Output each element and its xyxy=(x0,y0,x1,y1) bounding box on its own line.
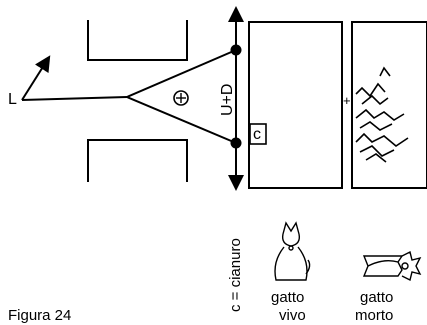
cat-alive-label-1: gatto xyxy=(271,289,304,306)
label-c-box: c xyxy=(253,126,261,143)
incoming-arrow xyxy=(21,55,51,101)
detector-upper-dot xyxy=(230,44,242,56)
box-alive xyxy=(248,21,343,189)
upper-wall xyxy=(87,20,188,61)
cyanide-box xyxy=(249,123,267,145)
box-dead xyxy=(351,21,427,189)
lower-path xyxy=(126,96,237,144)
beam-line xyxy=(21,96,128,101)
label-U-D: U+D xyxy=(219,84,236,116)
cyanide-legend: c = cianuro xyxy=(227,238,244,312)
label-L: L xyxy=(8,91,17,108)
cat-dead-icon xyxy=(362,250,422,282)
figure-caption: Figura 24 xyxy=(8,307,71,324)
detector-lower-dot xyxy=(230,137,242,149)
cat-dead-label-2: morto xyxy=(355,307,393,324)
upper-path xyxy=(126,49,237,98)
crack-lines xyxy=(355,66,409,163)
cat-alive-label-2: vivo xyxy=(279,307,306,324)
phase-circle xyxy=(173,90,189,106)
plus-sign: + xyxy=(343,93,351,108)
cat-alive-icon xyxy=(274,221,311,281)
cat-dead-label-1: gatto xyxy=(360,289,393,306)
lower-wall xyxy=(87,139,188,182)
